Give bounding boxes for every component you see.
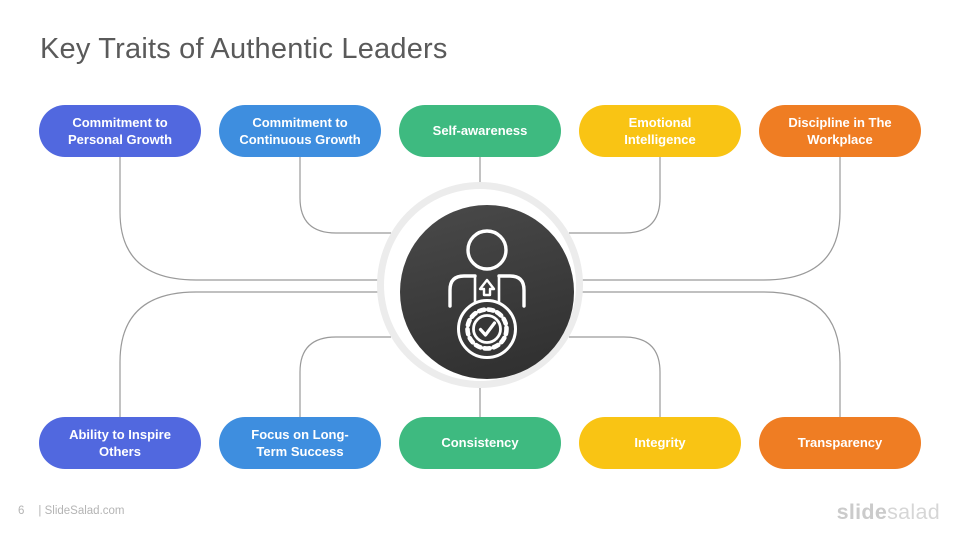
checkmark-icon bbox=[478, 321, 497, 337]
trait-pill-integrity: Integrity bbox=[579, 417, 741, 469]
certified-leader-badge-icon bbox=[448, 229, 526, 359]
connector-top-outer-left bbox=[119, 157, 378, 281]
trait-pill-consistency: Consistency bbox=[399, 417, 561, 469]
brand-logo-salad: salad bbox=[887, 500, 940, 524]
trait-pill-commitment-personal-growth: Commitment to Personal Growth bbox=[39, 105, 201, 157]
connector-bottom-inner-left bbox=[299, 336, 391, 417]
trait-pill-discipline-workplace: Discipline in The Workplace bbox=[759, 105, 921, 157]
footer-site-text: | SlideSalad.com bbox=[38, 505, 125, 517]
page-number: 6 bbox=[18, 505, 25, 517]
trait-pill-transparency: Transparency bbox=[759, 417, 921, 469]
center-hub-white-ring bbox=[384, 189, 576, 381]
connector-top-inner-left bbox=[299, 157, 391, 234]
slide-title: Key Traits of Authentic Leaders bbox=[40, 33, 448, 65]
slide-footer: 6 | SlideSalad.com bbox=[18, 505, 125, 517]
person-tie-icon bbox=[478, 278, 496, 297]
center-hub-ring bbox=[377, 182, 583, 388]
brand-logo: slidesalad bbox=[837, 500, 940, 525]
trait-pill-focus-long-term-success: Focus on Long- Term Success bbox=[219, 417, 381, 469]
gear-inner-circle bbox=[472, 314, 502, 344]
trait-pill-self-awareness: Self-awareness bbox=[399, 105, 561, 157]
trait-pill-emotional-intelligence: Emotional Intelligence bbox=[579, 105, 741, 157]
connector-top-outer-right bbox=[582, 157, 841, 281]
center-hub-circle bbox=[400, 205, 574, 379]
person-head-icon bbox=[466, 229, 508, 271]
connector-bottom-inner-right bbox=[569, 336, 661, 417]
connector-bottom-outer-right bbox=[582, 291, 841, 417]
person-right-shoulder bbox=[497, 274, 526, 308]
person-left-shoulder bbox=[448, 274, 477, 308]
trait-pill-ability-inspire-others: Ability to Inspire Others bbox=[39, 417, 201, 469]
connector-bottom-outer-left bbox=[119, 291, 378, 417]
trait-pill-commitment-continuous-growth: Commitment to Continuous Growth bbox=[219, 105, 381, 157]
brand-logo-slide: slide bbox=[836, 500, 888, 524]
gear-icon bbox=[465, 307, 509, 351]
connector-top-inner-right bbox=[569, 157, 661, 234]
